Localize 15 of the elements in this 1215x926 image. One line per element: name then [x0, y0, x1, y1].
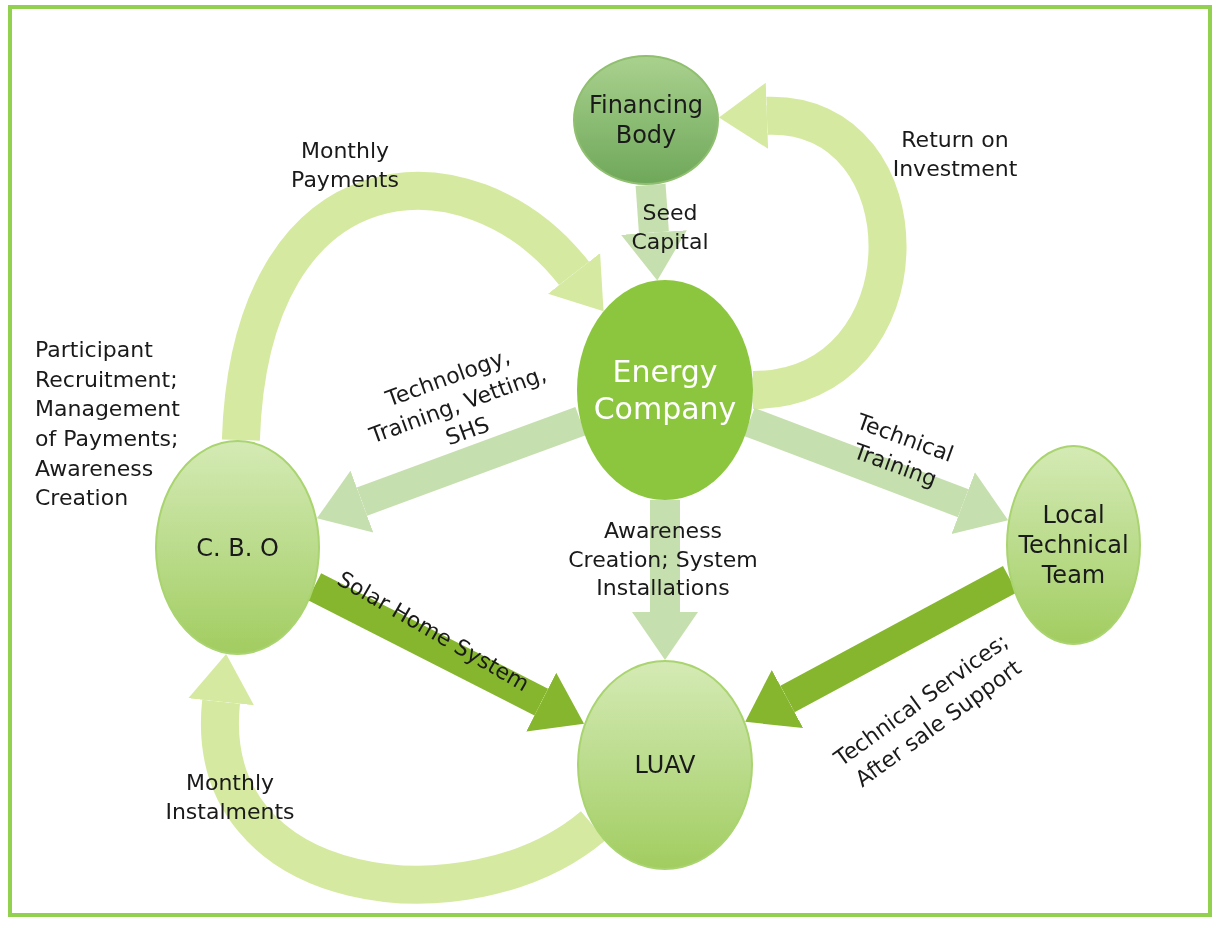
edge-label: Monthly Payments	[290, 137, 400, 194]
block-arrow	[307, 573, 585, 732]
edge-label: Monthly Instalments	[164, 769, 296, 826]
block-arrow	[621, 183, 687, 281]
node-label: Financing Body	[587, 90, 705, 150]
edge-label: Awareness Creation; System Installations	[567, 517, 759, 603]
node-label: Local Technical Team	[1017, 500, 1130, 590]
edge-label: Seed Capital	[630, 199, 710, 256]
role-text: Participant Recruitment; Management of Payments; Awareness Creation	[35, 336, 181, 513]
node-label: LUAV	[633, 750, 697, 780]
node-label: Energy Company	[592, 352, 738, 428]
block-arrow	[632, 500, 698, 660]
edge-label: Return on Investment	[891, 126, 1019, 183]
block-arrow	[188, 653, 604, 903]
node-label: C. B. O	[195, 532, 280, 563]
